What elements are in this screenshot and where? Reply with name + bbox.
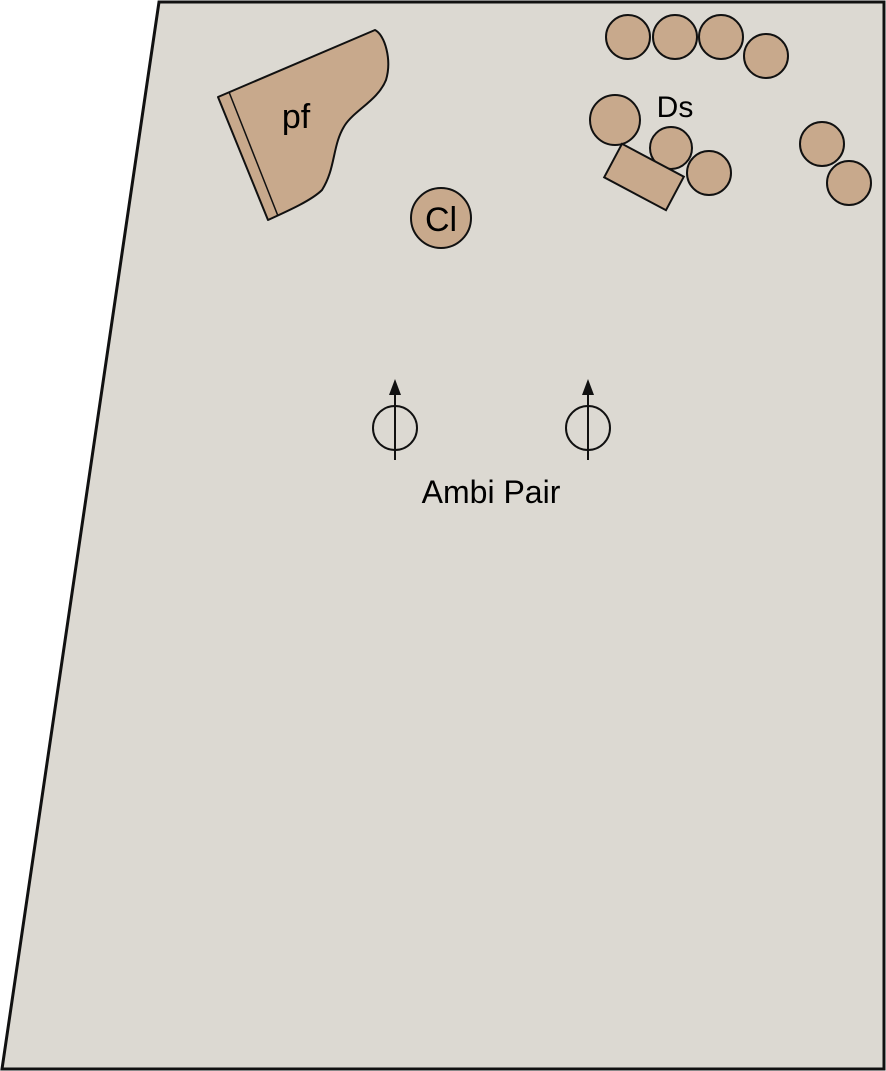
drum-circle — [698, 14, 744, 60]
drum-circle — [799, 121, 845, 167]
drum-circle — [686, 150, 732, 196]
drum-circle — [826, 160, 872, 206]
grand-piano-keyboard-line — [228, 91, 279, 217]
ambi-mic-left — [372, 379, 418, 460]
piano-label: pf — [282, 98, 311, 136]
drum-circle — [605, 14, 651, 60]
mic-direction-arrow — [389, 379, 401, 395]
grand-piano: pf — [217, 29, 390, 221]
ambi-mic-right — [565, 379, 611, 460]
drum-circle — [652, 14, 698, 60]
clarinet-label: Cl — [425, 201, 457, 239]
ambi-pair-label: Ambi Pair — [422, 474, 561, 510]
clarinet: Cl — [410, 187, 472, 249]
drum-circle — [589, 94, 641, 146]
mic-direction-arrow — [582, 379, 594, 395]
drum-kit: Ds — [589, 14, 872, 212]
drum-stool — [602, 142, 686, 212]
drum-circle — [743, 33, 789, 79]
clarinet-circle — [410, 187, 472, 249]
drums-label: Ds — [657, 91, 694, 124]
